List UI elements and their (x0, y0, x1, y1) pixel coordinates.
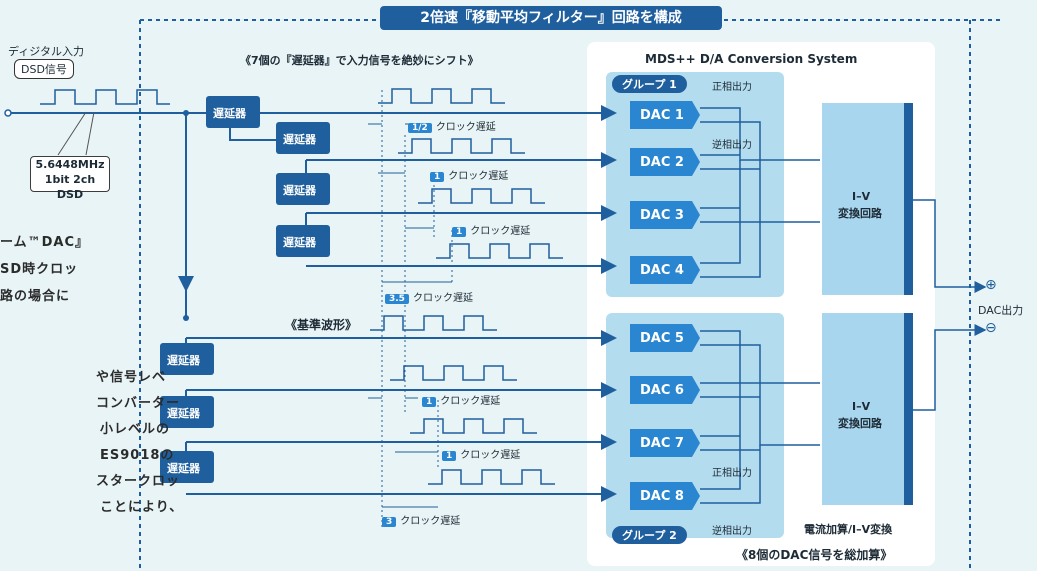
input-caption: ディジタル入力 (8, 45, 85, 58)
sum-note: 《8個のDAC信号を総加算》 (736, 548, 893, 562)
iv-blocks (822, 103, 913, 505)
article-line: SD時クロッ (0, 262, 79, 277)
delay-block-label: 遅延器 (167, 462, 200, 475)
negative-phase-label: 逆相出力 (712, 526, 752, 537)
delay-block-label: 遅延器 (167, 407, 200, 420)
pulse-trains (370, 88, 563, 485)
minus-terminal-icon: ⊖ (985, 320, 997, 336)
dac-label: DAC 8 (640, 489, 684, 504)
reference-wave-label: 《基準波形》 (285, 318, 358, 332)
article-line: ことにより、 (100, 500, 184, 515)
dac-label: DAC 2 (640, 155, 684, 170)
delay-block-label: 遅延器 (213, 107, 246, 120)
input-spec: 5.6448MHz 1bit 2ch DSD (30, 156, 110, 201)
iv-line2: 変換回路 (838, 207, 882, 220)
delay-block-label: 遅延器 (167, 354, 200, 367)
iv-line2: 変換回路 (838, 417, 882, 430)
input-spec-line2: 1bit 2ch DSD (44, 173, 96, 201)
diagram-title: 2倍速『移動平均フィルター』回路を構成 (380, 6, 722, 30)
spec-pointer (57, 111, 87, 156)
positive-phase-label: 正相出力 (712, 82, 752, 93)
dac-label: DAC 4 (640, 263, 684, 278)
output-lines (913, 199, 987, 411)
input-pulse-train (40, 89, 170, 105)
dac-label: DAC 6 (640, 383, 684, 398)
output-label: DAC出力 (978, 304, 1024, 317)
iv-line1: I–V (852, 400, 871, 413)
delay-block-label: 遅延器 (283, 133, 316, 146)
article-line: ーム™DAC』 (0, 235, 90, 250)
current-sum-label: 電流加算/I–V変換 (804, 523, 893, 536)
timing-lines (381, 90, 453, 530)
iv-line1: I–V (852, 190, 871, 203)
group-2-label: グループ 2 (612, 526, 687, 544)
article-line: 小レベルの (100, 422, 171, 437)
input-spec-line1: 5.6448MHz (35, 158, 105, 171)
dsd-signal-label: DSD信号 (14, 59, 74, 79)
plus-terminal-icon: ⊕ (985, 277, 997, 293)
delay-measures (368, 123, 452, 508)
article-line: ES9018の (100, 448, 175, 463)
dac-label: DAC 5 (640, 331, 684, 346)
dac-label: DAC 7 (640, 436, 684, 451)
dac-outputs (700, 107, 820, 504)
delay-chain-2 (164, 330, 617, 502)
delay-blocks (160, 96, 330, 483)
negative-phase-label: 逆相出力 (712, 140, 752, 151)
delay-block-label: 遅延器 (283, 236, 316, 249)
group-1-label: グループ 1 (612, 75, 687, 93)
delay-chain-1 (229, 105, 617, 274)
article-line: や信号レベ (96, 370, 167, 385)
article-line: スタークロッ (96, 474, 181, 489)
article-line: 路の場合に (0, 289, 71, 304)
system-label: MDS++ D/A Conversion System (645, 52, 858, 66)
dac-label: DAC 1 (640, 108, 684, 123)
outer-frame (139, 19, 1000, 571)
article-line: コンバーター (96, 396, 181, 411)
positive-phase-label: 正相出力 (712, 468, 752, 479)
delay-block-label: 遅延器 (283, 184, 316, 197)
dac-label: DAC 3 (640, 208, 684, 223)
dac-blocks (630, 101, 700, 510)
delay-note: 《7個の『遅延器』で入力信号を絶妙にシフト》 (240, 54, 479, 67)
